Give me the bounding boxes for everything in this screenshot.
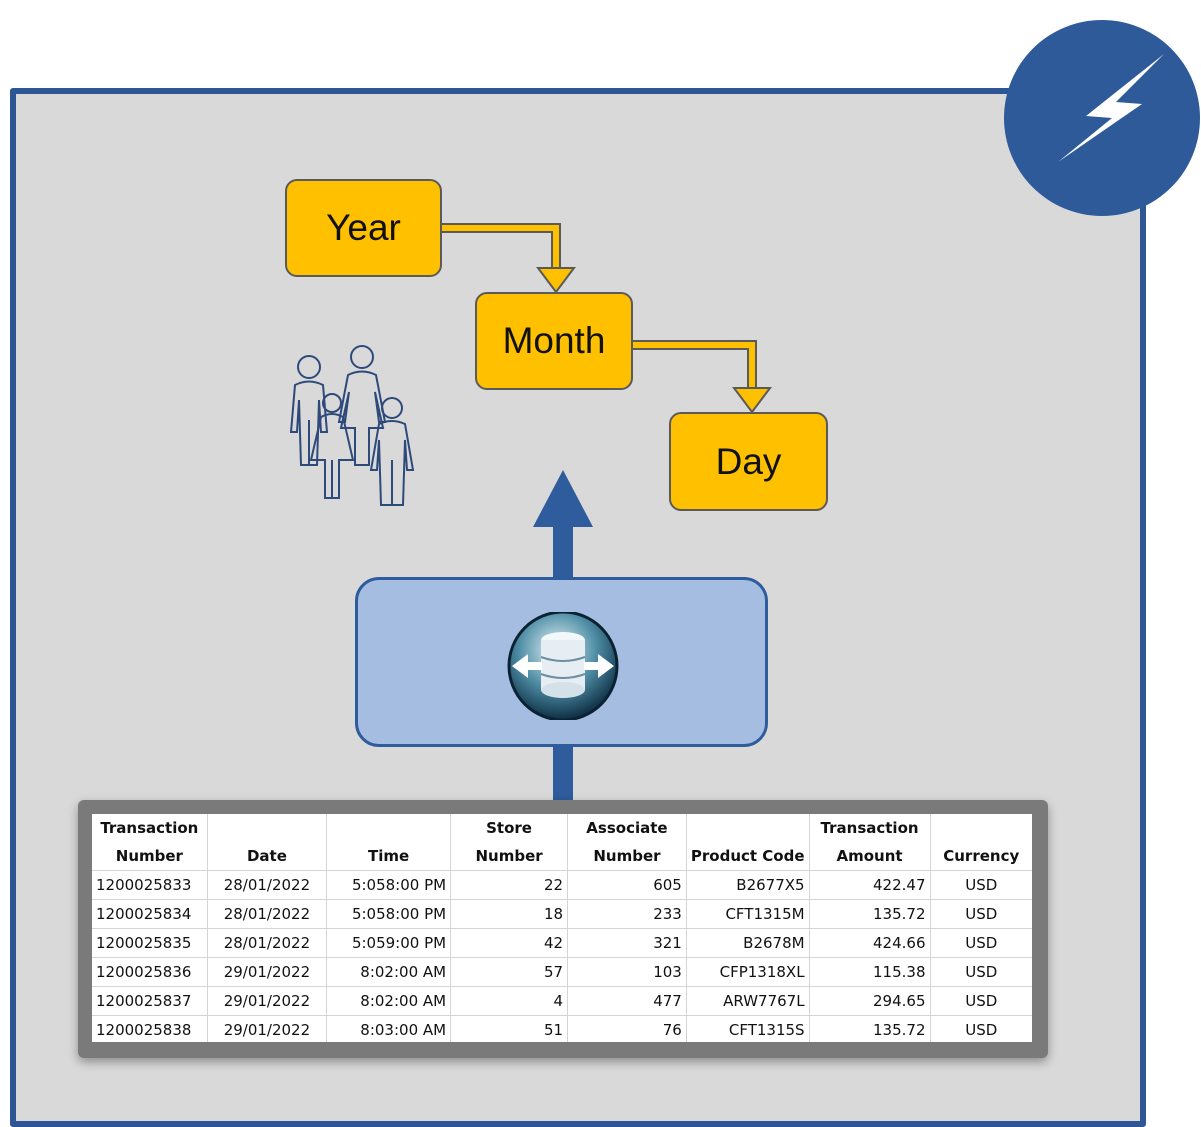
table-cell: 42	[450, 928, 569, 958]
column-header: Date	[207, 814, 328, 871]
table-cell: CFT1315S	[686, 1015, 810, 1042]
table-cell: 5:059:00 PM	[326, 928, 452, 958]
table-cell: 8:03:00 AM	[326, 1015, 452, 1042]
table-cell: 57	[450, 957, 569, 987]
table-cell: 4	[450, 986, 569, 1016]
table-cell: USD	[930, 928, 1032, 958]
family-icon	[289, 345, 415, 506]
table-cell: CFT1315M	[686, 899, 810, 929]
table-cell: 103	[567, 957, 687, 987]
table-cell: USD	[930, 957, 1032, 987]
table-cell: USD	[930, 1015, 1032, 1042]
upward-data-arrow	[533, 470, 593, 803]
table-cell: 29/01/2022	[207, 986, 328, 1016]
day-label: Day	[715, 440, 782, 482]
table-cell: ARW7767L	[686, 986, 810, 1016]
table-cell: 18	[450, 899, 569, 929]
table-cell: 477	[567, 986, 687, 1016]
table-cell: 1200025833	[92, 870, 208, 900]
day-box: Day	[669, 412, 828, 511]
table-cell: 5:058:00 PM	[326, 899, 452, 929]
table-cell: USD	[930, 870, 1032, 900]
table-cell: 1200025837	[92, 986, 208, 1016]
table-cell: USD	[930, 986, 1032, 1016]
month-box: Month	[475, 292, 633, 390]
table-cell: 76	[567, 1015, 687, 1042]
table-cell: 28/01/2022	[207, 870, 328, 900]
table-cell: 1200025836	[92, 957, 208, 987]
table-cell: CFP1318XL	[686, 957, 810, 987]
table-cell: 321	[567, 928, 687, 958]
table-cell: 28/01/2022	[207, 899, 328, 929]
year-label: Year	[326, 207, 401, 248]
column-header-line1: Transaction	[820, 819, 919, 837]
column-header: Currency	[930, 814, 1032, 871]
table-cell: 135.72	[809, 899, 931, 929]
column-header-line1: Associate	[586, 819, 668, 837]
table-cell: 1200025838	[92, 1015, 208, 1042]
table-cell: 22	[450, 870, 569, 900]
lightning-bolt-icon	[1004, 20, 1200, 216]
column-header-line2: Currency	[943, 847, 1020, 865]
table-cell: 115.38	[809, 957, 931, 987]
column-header-line2: Amount	[836, 847, 903, 865]
column-header-line2: Number	[115, 847, 183, 865]
table-cell: 1200025834	[92, 899, 208, 929]
table-cell: 8:02:00 AM	[326, 957, 452, 987]
table-cell: 29/01/2022	[207, 1015, 328, 1042]
table-cell: 29/01/2022	[207, 957, 328, 987]
column-header-line1: Store	[486, 819, 532, 837]
column-header-line1: Transaction	[100, 819, 199, 837]
table-cell: 8:02:00 AM	[326, 986, 452, 1016]
year-box: Year	[285, 179, 442, 277]
column-header-line2: Number	[475, 847, 543, 865]
table-cell: B2678M	[686, 928, 810, 958]
month-day-connector	[633, 340, 772, 414]
table-cell: 294.65	[809, 986, 931, 1016]
table-cell: 424.66	[809, 928, 931, 958]
table-cell: 233	[567, 899, 687, 929]
table-cell: USD	[930, 899, 1032, 929]
column-header-line2: Number	[593, 847, 661, 865]
table-cell: 5:058:00 PM	[326, 870, 452, 900]
year-month-connector	[442, 223, 576, 294]
table-cell: 28/01/2022	[207, 928, 328, 958]
column-header-line2: Date	[246, 847, 287, 865]
table-cell: 135.72	[809, 1015, 931, 1042]
column-header-line2: Product Code	[690, 847, 805, 865]
table-cell: 605	[567, 870, 687, 900]
table-cell: 422.47	[809, 870, 931, 900]
month-label: Month	[502, 320, 606, 361]
table-cell: 51	[450, 1015, 569, 1042]
table-cell: B2677X5	[686, 870, 810, 900]
table-cell: 1200025835	[92, 928, 208, 958]
column-header-line2: Time	[368, 847, 410, 865]
column-header: Time	[326, 814, 452, 871]
data-integration-box	[355, 577, 768, 747]
database-sync-icon	[507, 612, 619, 720]
column-header: Product Code	[686, 814, 810, 871]
